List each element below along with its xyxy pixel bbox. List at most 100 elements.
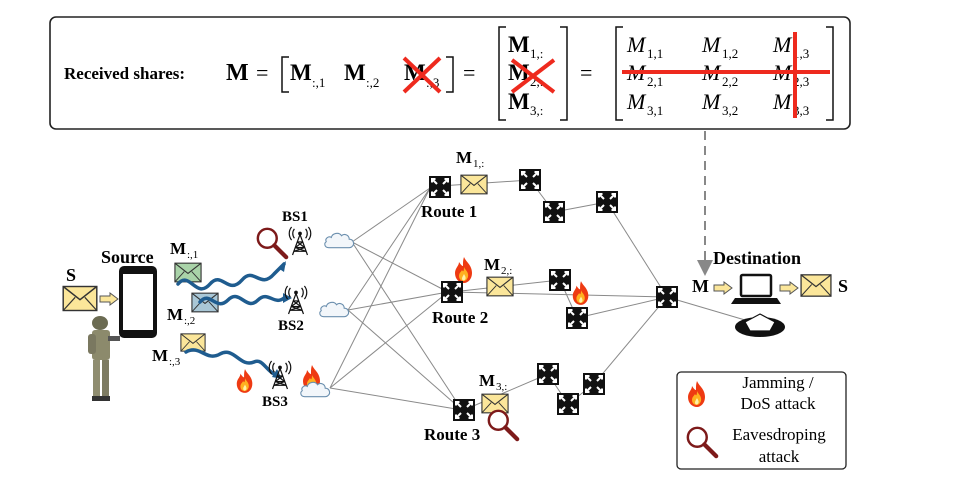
network-links bbox=[329, 179, 746, 411]
router-icon bbox=[566, 307, 588, 329]
cross-mark-row2 bbox=[510, 58, 556, 94]
source-label: Source bbox=[101, 247, 154, 267]
cross-mark-col3 bbox=[402, 56, 442, 94]
matrix-cell-2-2-sub: 2,2 bbox=[722, 74, 738, 89]
wireless-link-bs2 bbox=[198, 294, 286, 306]
route-2-share: M bbox=[484, 255, 500, 274]
row-share-2: M bbox=[508, 60, 530, 85]
router-icon bbox=[583, 373, 605, 395]
router-icon bbox=[656, 286, 678, 308]
wireless-link-bs1 bbox=[176, 262, 286, 291]
decoder-icon bbox=[735, 313, 785, 337]
matrix-cell-1-2-sub: 1,2 bbox=[722, 46, 738, 61]
destination-label: Destination bbox=[713, 248, 801, 268]
matrix-cell-3-2: M bbox=[701, 89, 722, 114]
share-3-sub: :,3 bbox=[169, 356, 181, 368]
bracket-right-2 bbox=[560, 26, 568, 121]
soldier-icon bbox=[88, 316, 120, 401]
row-share-3: M bbox=[508, 89, 530, 114]
row-share-1: M bbox=[508, 32, 530, 57]
row-share-1-sub: 1,: bbox=[530, 46, 543, 61]
arrow-bs1 bbox=[278, 261, 286, 272]
route-3-label: Route 3 bbox=[424, 425, 480, 444]
legend-jamming-line2: DoS attack bbox=[740, 394, 816, 413]
fire-icon bbox=[572, 281, 589, 305]
router-icon bbox=[429, 176, 451, 198]
matrix-cell-3-3-sub: 3,3 bbox=[793, 103, 809, 118]
fire-icon bbox=[455, 257, 472, 283]
matrix-cell-3-3: M bbox=[772, 89, 793, 114]
cloud-icon bbox=[324, 232, 355, 249]
router-icon bbox=[441, 281, 463, 303]
share-2-label: M bbox=[167, 305, 183, 324]
route-1-label: Route 1 bbox=[421, 202, 477, 221]
bracket-right-1 bbox=[446, 56, 454, 93]
router-icon bbox=[596, 191, 618, 213]
wireless-link-bs3 bbox=[184, 348, 276, 376]
legend-eaves-line1: Eavesdroping bbox=[732, 425, 826, 444]
formula-M: M bbox=[226, 60, 249, 86]
magnifier-icon bbox=[489, 411, 517, 439]
matrix-cell-3-2-sub: 3,2 bbox=[722, 103, 738, 118]
row-share-3-sub: 3,: bbox=[530, 103, 543, 118]
destination-input-M: M bbox=[692, 276, 709, 296]
router-icon bbox=[519, 169, 541, 191]
router-icon bbox=[543, 201, 565, 223]
legend: Jamming / DoS attack Eavesdroping attack bbox=[676, 371, 847, 470]
formula-eq-2: = bbox=[463, 60, 475, 85]
col-share-2: M bbox=[344, 60, 366, 85]
route-1-share-sub: 1,: bbox=[473, 158, 484, 170]
matrix-cell-2-3-sub: 2,3 bbox=[793, 74, 809, 89]
col-share-2-sub: :,2 bbox=[366, 75, 379, 90]
magnifier-icon bbox=[258, 229, 286, 257]
secret-envelope-icon bbox=[62, 285, 98, 312]
legend-eaves-line2: attack bbox=[759, 447, 800, 466]
share-2-sub: :,2 bbox=[184, 315, 195, 327]
share-1-label: M bbox=[170, 239, 186, 258]
router-icon bbox=[537, 363, 559, 385]
arrow-icon bbox=[779, 281, 799, 295]
route-3-share-sub: 3,: bbox=[496, 381, 507, 393]
router-icon bbox=[453, 399, 475, 421]
col-share-1-sub: :,1 bbox=[312, 75, 325, 90]
router-icon bbox=[557, 393, 579, 415]
share-3-label: M bbox=[152, 346, 168, 365]
matrix-cell-2-1-sub: 2,1 bbox=[647, 74, 663, 89]
bs2-label: BS2 bbox=[278, 318, 304, 334]
arrow-icon bbox=[99, 292, 119, 306]
bracket-left-2 bbox=[498, 26, 506, 121]
source-secret-label: S bbox=[66, 265, 76, 285]
matrix-cell-1-1: M bbox=[626, 32, 647, 57]
antenna-tower-icon bbox=[288, 226, 312, 256]
matrix-cell-1-1-sub: 1,1 bbox=[647, 46, 663, 61]
bracket-left-1 bbox=[281, 56, 289, 93]
bracket-right-3 bbox=[826, 26, 834, 121]
bs3-label: BS3 bbox=[262, 394, 288, 410]
wireless-links bbox=[176, 262, 286, 376]
antenna-tower-icon bbox=[284, 285, 308, 315]
cloud-icon bbox=[319, 301, 350, 318]
matrix-cell-3-1-sub: 3,1 bbox=[647, 103, 663, 118]
router-icon bbox=[549, 269, 571, 291]
arrow-icon bbox=[713, 281, 733, 295]
received-shares-panel: Received shares: M = M :,1 M :,2 M :,3 =… bbox=[49, 16, 851, 130]
destination-output-S: S bbox=[838, 276, 848, 296]
matrix-cell-1-3: M bbox=[772, 32, 793, 57]
matrix-cell-1-2: M bbox=[701, 32, 722, 57]
route-3-envelope-icon bbox=[481, 393, 509, 414]
legend-jamming-line1: Jamming / bbox=[742, 373, 814, 392]
formula-eq-3: = bbox=[580, 60, 592, 85]
bracket-left-3 bbox=[615, 26, 623, 121]
smartphone-icon bbox=[119, 266, 157, 338]
legend-box bbox=[676, 371, 847, 470]
formula-box bbox=[49, 16, 851, 130]
formula-eq-1: = bbox=[256, 60, 268, 85]
route-1-share: M bbox=[456, 148, 472, 167]
matrix-cell-1-3-sub: 1,3 bbox=[793, 46, 809, 61]
route-2-envelope-icon bbox=[486, 276, 514, 297]
share-1-sub: :,1 bbox=[187, 249, 198, 261]
route-2-label: Route 2 bbox=[432, 308, 488, 327]
laptop-icon bbox=[731, 273, 781, 304]
route-2-share-sub: 2,: bbox=[501, 265, 512, 277]
